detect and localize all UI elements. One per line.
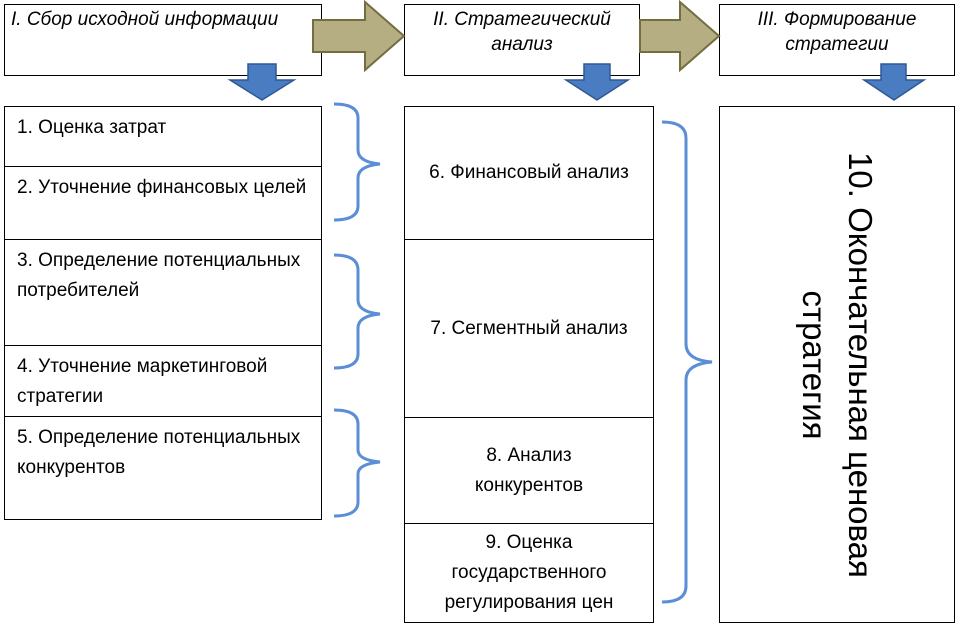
step-4-label: 4. Уточнение маркетинговой стратегии bbox=[17, 356, 268, 407]
stage-3-header: III. Формирование стратегии bbox=[719, 4, 955, 76]
brace-steps-3-4-icon bbox=[333, 253, 381, 370]
stage-arrow-right-icon bbox=[312, 0, 406, 73]
down-arrow-icon bbox=[563, 63, 631, 101]
down-arrow-icon bbox=[861, 63, 927, 101]
step-7-box: 7. Сегментный анализ bbox=[404, 239, 654, 418]
step-1-label: 1. Оценка затрат bbox=[17, 117, 167, 138]
step-3-box: 3. Определение потенциальных потребителе… bbox=[4, 239, 322, 346]
step-8-box: 8. Анализ конкурентов bbox=[404, 417, 654, 524]
brace-step-5-icon bbox=[333, 408, 381, 518]
stage-arrow-right-icon bbox=[639, 0, 721, 73]
brace-steps-6-9-icon bbox=[661, 120, 713, 604]
stage-2-title: II. Стратегический анализ bbox=[433, 9, 611, 55]
step-5-label: 5. Определение потенциальных конкурентов bbox=[17, 427, 301, 478]
stage-1-header: I. Сбор исходной информации bbox=[4, 4, 322, 76]
step-3-label: 3. Определение потенциальных потребителе… bbox=[17, 250, 301, 301]
step-9-box: 9. Оценка государственного регулирования… bbox=[404, 523, 654, 623]
step-8-label: 8. Анализ конкурентов bbox=[474, 444, 584, 496]
stage-1-title: I. Сбор исходной информации bbox=[11, 9, 279, 30]
down-arrow-icon bbox=[227, 63, 297, 101]
step-5-box: 5. Определение потенциальных конкурентов bbox=[4, 416, 322, 520]
brace-steps-1-2-icon bbox=[333, 102, 381, 222]
stage-3-title: III. Формирование стратегии bbox=[757, 9, 917, 55]
step-2-label: 2. Уточнение финансовых целей bbox=[17, 177, 307, 198]
step-6-label: 6. Финансовый анализ bbox=[429, 162, 629, 183]
step-9-label: 9. Оценка государственного регулирования… bbox=[444, 532, 614, 613]
step-1-box: 1. Оценка затрат bbox=[4, 106, 322, 167]
step-7-label: 7. Сегментный анализ bbox=[430, 317, 628, 339]
result-box: 10. Окончательная ценовая стратегия bbox=[719, 106, 955, 623]
step-2-box: 2. Уточнение финансовых целей bbox=[4, 166, 322, 240]
